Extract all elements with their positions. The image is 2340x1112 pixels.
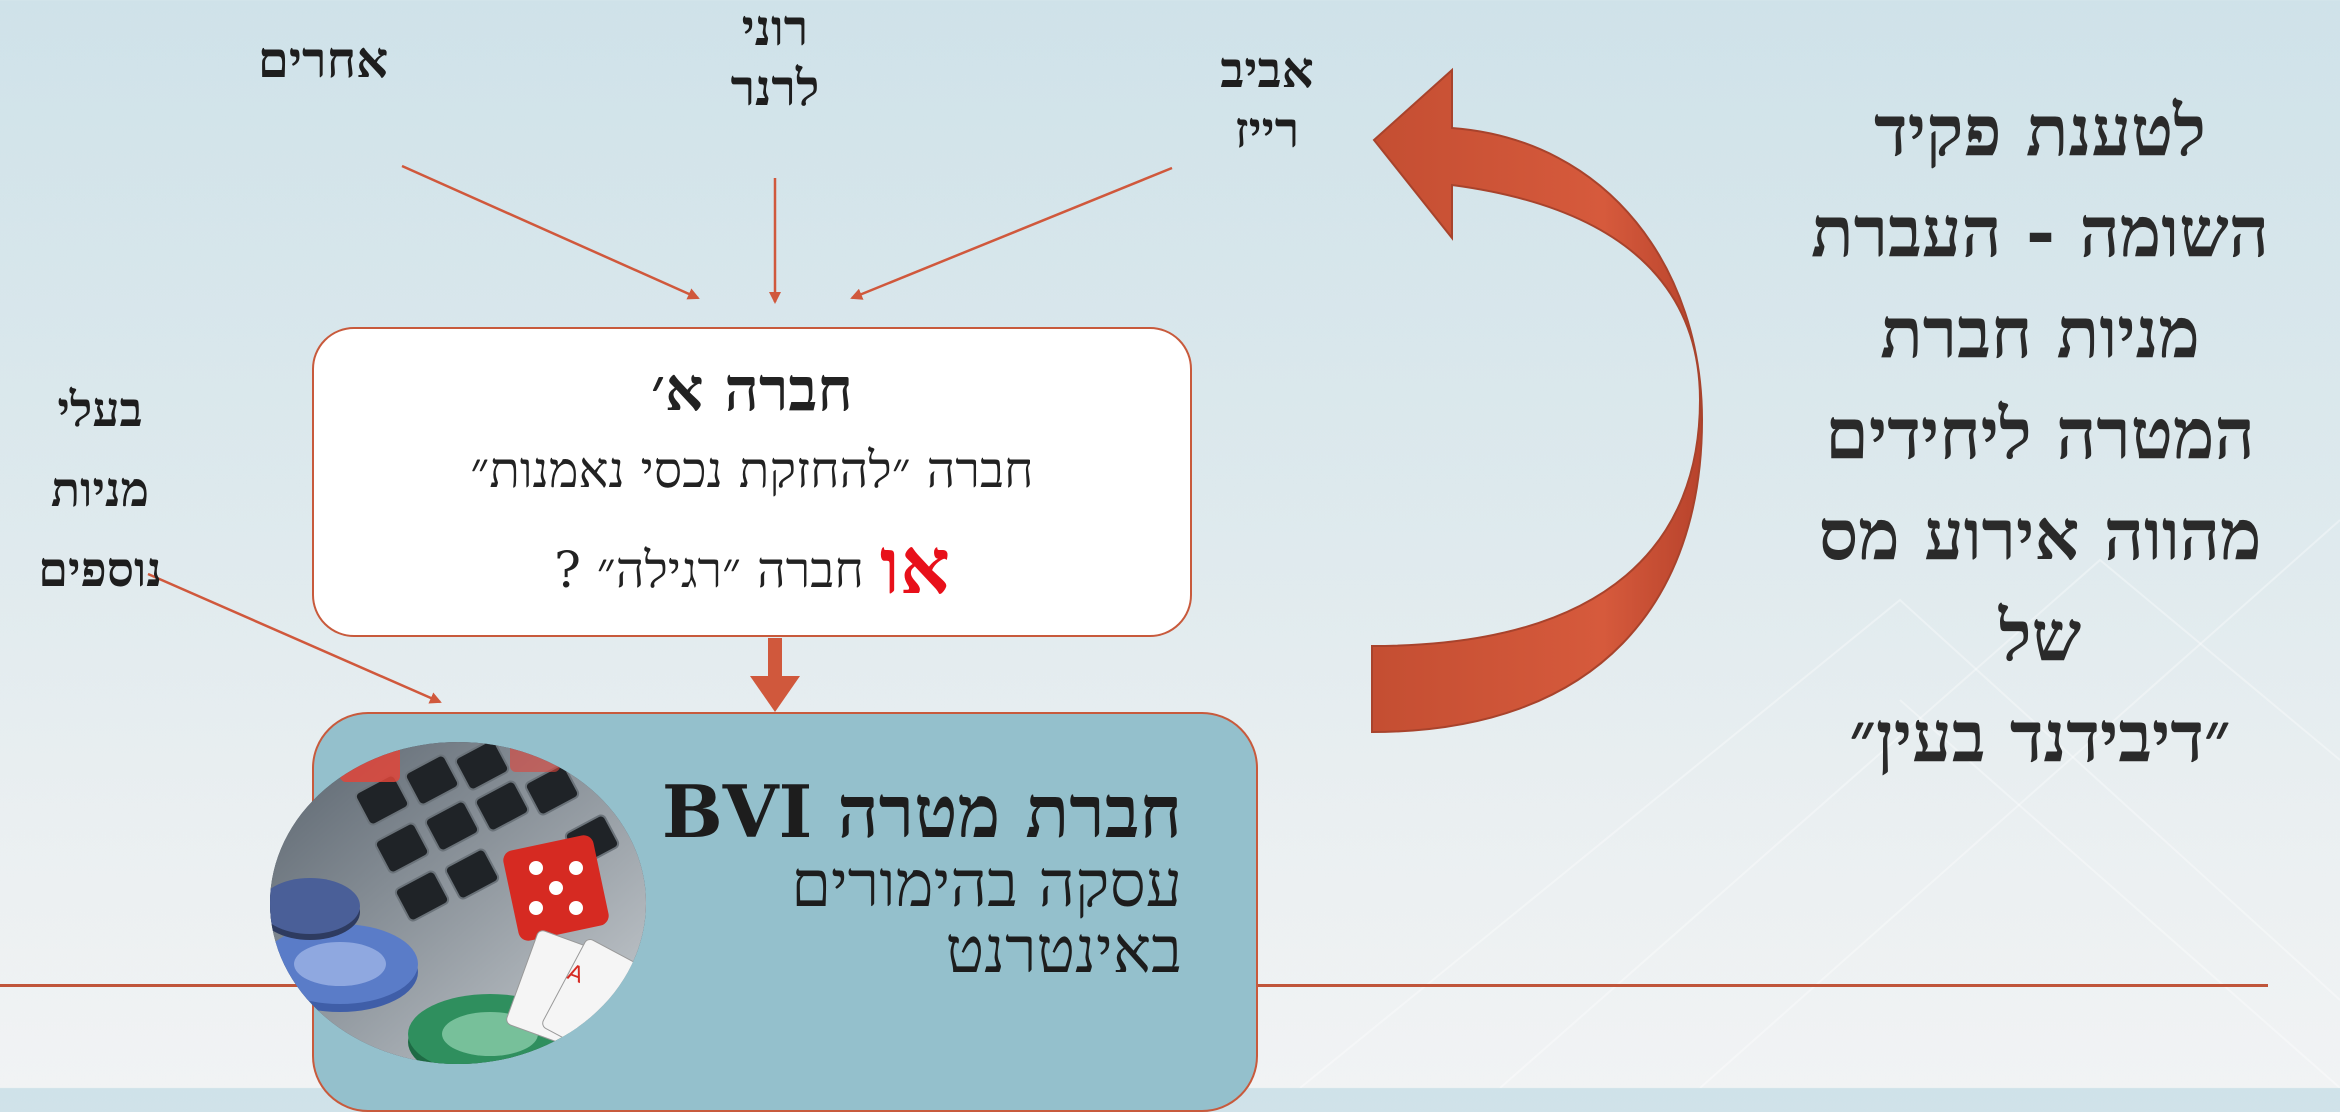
claim-line7: ״דיבידנד בעין״ — [1849, 695, 2231, 778]
or-word: או — [879, 521, 950, 612]
claim-line6: של — [1998, 594, 2082, 677]
bvi-company-text: חברת מטרה BVI עסקה בהימורים באינטרנט — [600, 769, 1182, 988]
label-aviv-line1: אביב — [1220, 40, 1314, 99]
company-a-regular-text: חברה ״רגילה״ ? — [554, 541, 880, 599]
curved-arrow — [1371, 67, 1704, 734]
label-others: אחרים — [257, 30, 389, 89]
online-gambling-photo: A — [270, 742, 646, 1064]
label-roni-lerner: רוני לרנר — [690, 0, 860, 118]
diagram-arrows — [147, 67, 1704, 734]
claim-line5: מהווה אירוע מס — [1818, 493, 2262, 576]
label-roni-line2: לרנר — [730, 58, 820, 117]
claim-line2: השומה - העברת — [1811, 190, 2269, 273]
company-a-trust-holding: חברה ״להחזקת נכסי נאמנות״ — [470, 441, 1034, 499]
arrow-others-to-company-a — [401, 164, 700, 300]
label-other-shareholders: בעלי מניות נוספים — [6, 370, 194, 610]
claim-line4: המטרה ליחידים — [1825, 392, 2255, 475]
bvi-business-line1: עסקה בהימורים — [791, 848, 1182, 922]
claim-line3: מניות חברת — [1880, 291, 2200, 374]
claim-line1: לטענת פקיד — [1873, 89, 2207, 172]
label-roni-line1: רוני — [741, 0, 809, 57]
arrow-aviv-to-company-a — [850, 166, 1173, 300]
company-a-title: חברה א׳ — [651, 355, 853, 425]
company-a-box: חברה א׳ חברה ״להחזקת נכסי נאמנות״ או חבר… — [312, 327, 1192, 637]
bvi-business-line2: באינטרנט — [945, 914, 1182, 988]
arrow-company-a-to-bvi-head — [750, 676, 800, 712]
tax-assessor-claim: לטענת פקיד השומה - העברת מניות חברת המטר… — [1770, 80, 2310, 787]
arrow-shareholders-to-bvi — [147, 572, 442, 704]
bvi-company-title: חברת מטרה BVI — [661, 769, 1182, 854]
company-a-regular-question: או חברה ״רגילה״ ? — [314, 521, 1190, 612]
label-aviv-line2: רייז — [1234, 100, 1300, 159]
background-pattern — [0, 0, 2340, 1088]
arrow-company-a-to-bvi-shaft — [768, 638, 782, 678]
label-shareholders-line1: בעלי — [57, 382, 143, 438]
label-shareholders-line2: מניות — [50, 462, 150, 518]
label-shareholders-line3: נוספים — [38, 542, 162, 598]
label-aviv-reiz: אביב רייז — [1182, 40, 1352, 160]
